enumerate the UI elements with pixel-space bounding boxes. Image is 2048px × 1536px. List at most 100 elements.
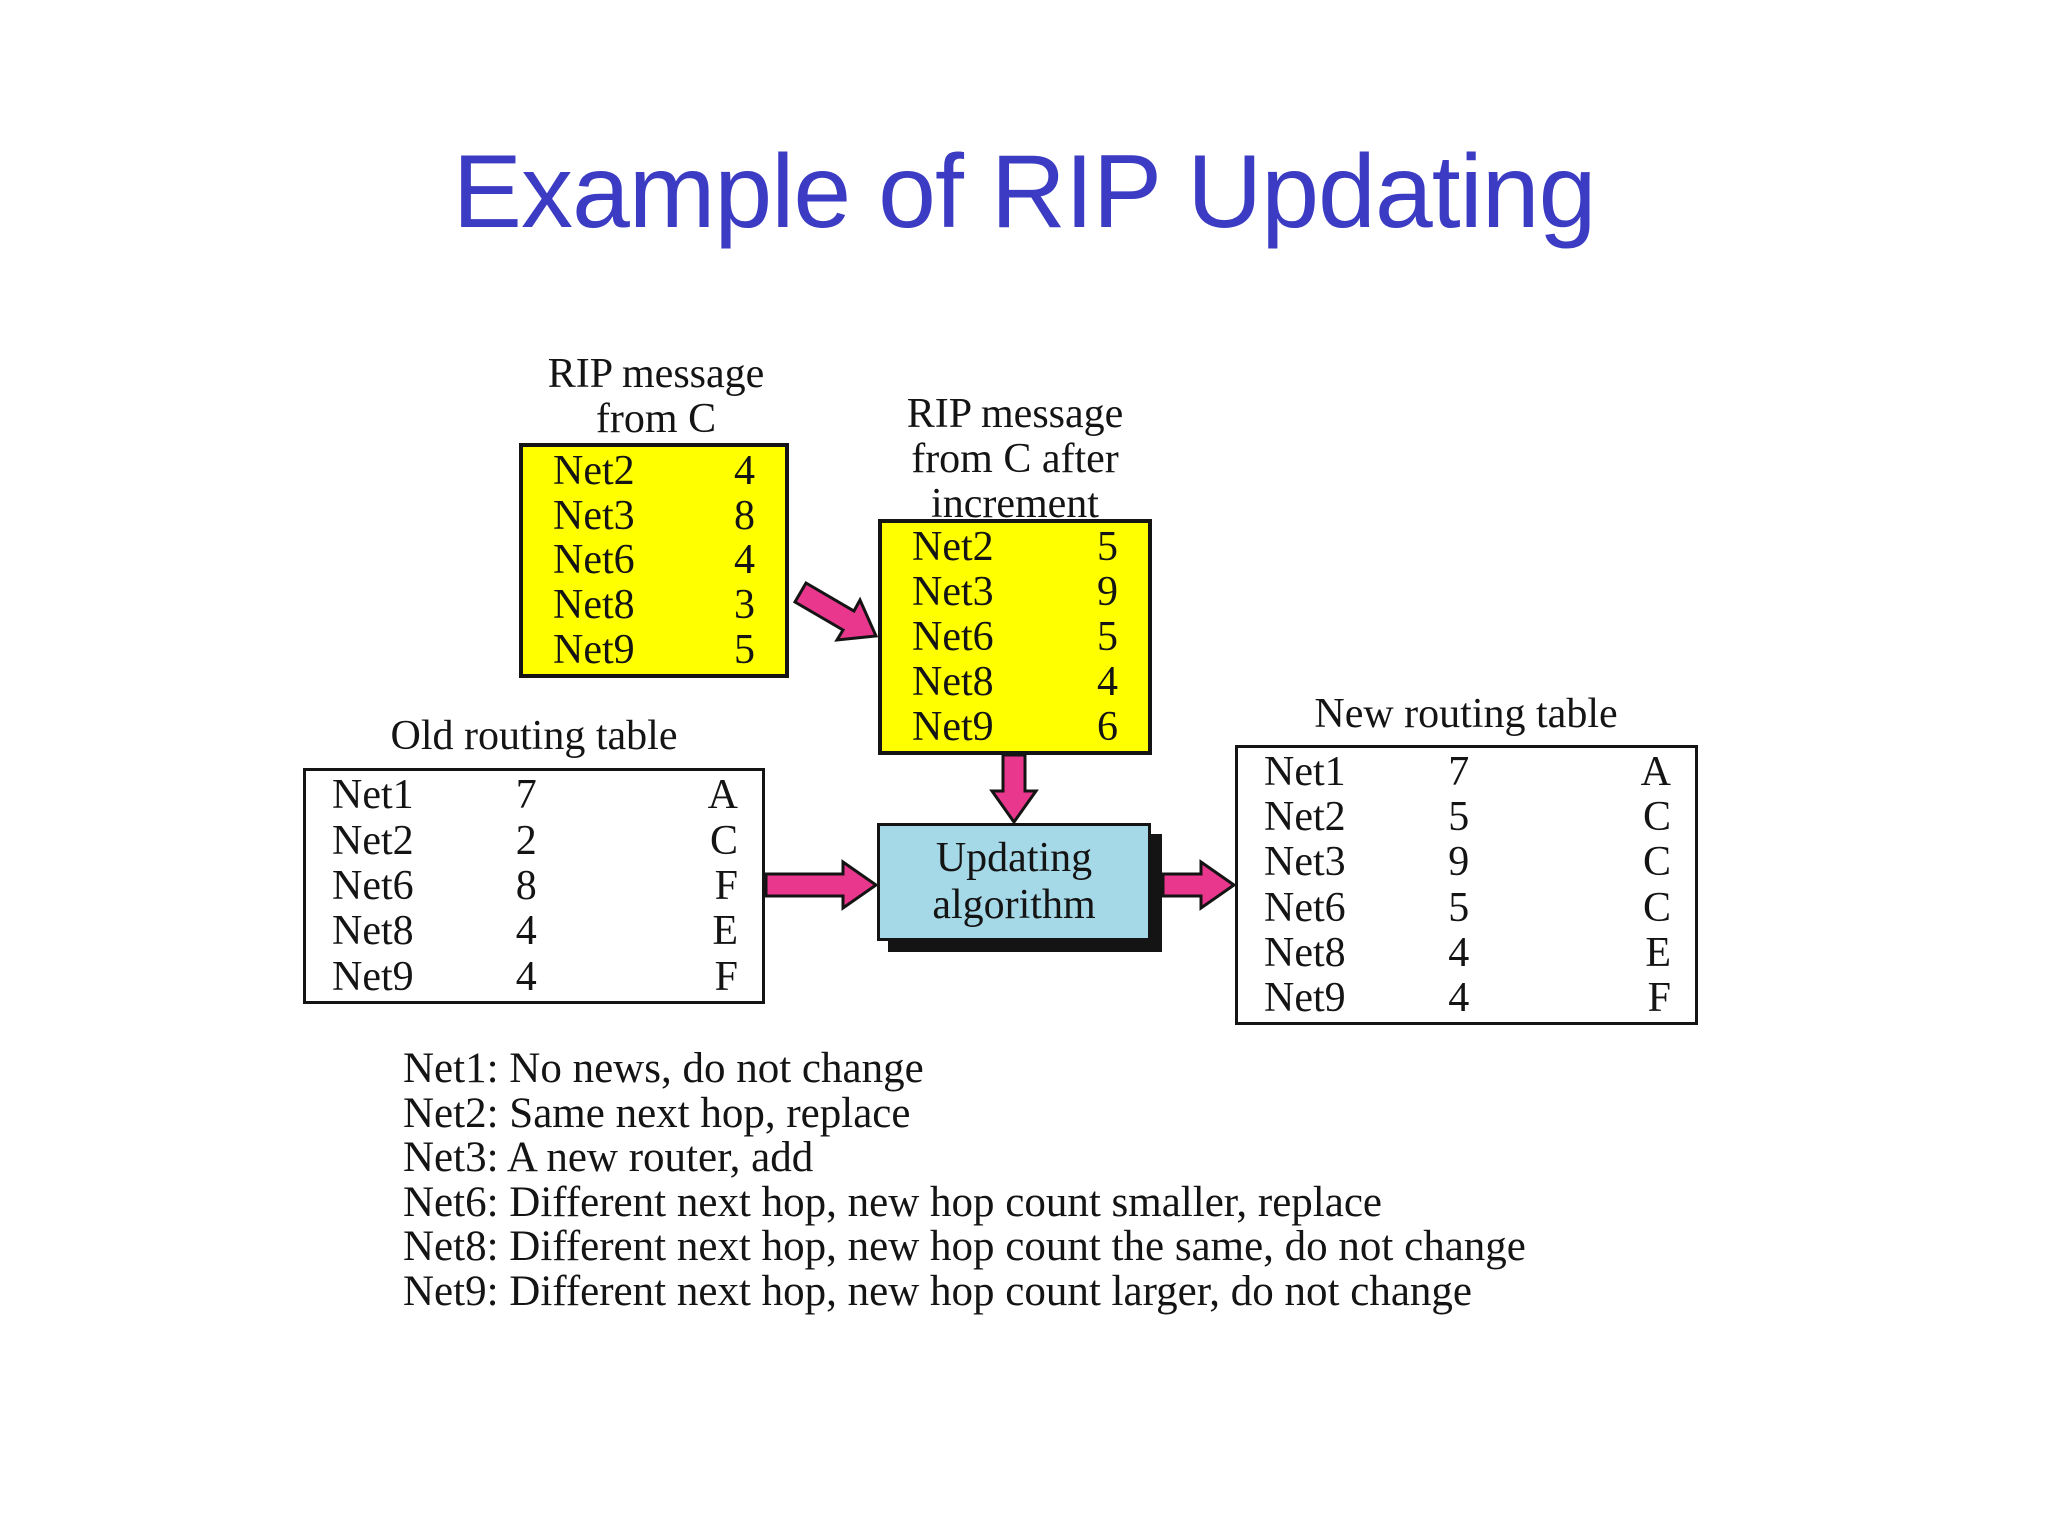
label-line: New routing table	[1314, 691, 1618, 737]
hops-cell: 5	[1097, 614, 1118, 660]
box-line: Updating	[935, 835, 1093, 881]
table-row: Net3 9	[882, 571, 1148, 613]
net-cell: Net6	[1264, 884, 1346, 931]
net-cell: Net9	[1264, 974, 1346, 1021]
arrow-algorithm-to-newtable-icon	[1161, 859, 1237, 911]
hops-cell: 2	[515, 817, 537, 864]
table-row: Net2 5	[882, 526, 1148, 568]
net-cell: Net8	[332, 908, 414, 955]
next-hop-cell: C	[1642, 794, 1671, 841]
table-row: Net1 7 A	[1238, 751, 1695, 793]
next-hop-cell: E	[1645, 929, 1671, 976]
net-cell: Net9	[912, 704, 994, 750]
arrow-message-to-increment-icon	[792, 580, 879, 642]
hops-cell: 4	[515, 908, 537, 955]
next-hop-cell: E	[712, 908, 738, 955]
next-hop-cell: F	[1647, 974, 1671, 1021]
next-hop-cell: A	[707, 772, 738, 819]
hops-cell: 4	[1448, 929, 1470, 976]
note-line: Net8: Different next hop, new hop count …	[403, 1223, 1526, 1270]
table-row: Net6 5	[882, 616, 1148, 658]
note-line: Net3: A new router, add	[403, 1134, 814, 1181]
next-hop-cell: F	[714, 862, 738, 909]
hops-cell: 5	[1448, 884, 1470, 931]
new-table-label: New routing table	[1266, 692, 1666, 737]
arrow-oldtable-to-algorithm-icon	[764, 859, 879, 911]
rip-message-table: Net2 4 Net3 8 Net6 4 Net8 3 Net9 5	[519, 443, 789, 678]
page-title: Example of RIP Updating	[452, 134, 1597, 250]
net-cell: Net8	[553, 582, 635, 629]
next-hop-cell: C	[709, 817, 738, 864]
net-cell: Net6	[553, 537, 635, 584]
table-row: Net9 4 F	[1238, 977, 1695, 1019]
label-line: from C after	[911, 436, 1119, 482]
table-row: Net6 5 C	[1238, 887, 1695, 929]
table-row: Net6 4	[523, 539, 785, 581]
net-cell: Net9	[332, 953, 414, 1000]
net-cell: Net9	[553, 627, 635, 674]
net-cell: Net8	[912, 659, 994, 705]
hops-cell: 9	[1448, 839, 1470, 886]
hops-cell: 8	[734, 492, 755, 539]
hops-cell: 5	[1448, 794, 1470, 841]
rip-after-label: RIP message from C after increment	[815, 392, 1215, 527]
hops-cell: 3	[734, 582, 755, 629]
arrow-increment-to-algorithm-icon	[989, 753, 1039, 825]
net-cell: Net2	[553, 447, 635, 494]
updating-algorithm-box: Updating algorithm	[877, 823, 1151, 941]
hops-cell: 5	[1097, 524, 1118, 570]
old-routing-table: Net1 7 A Net2 2 C Net6 8 F Net8 4 E Net9…	[303, 768, 765, 1004]
rip-message-label: RIP message from C	[456, 352, 856, 442]
net-cell: Net1	[332, 772, 414, 819]
table-row: Net8 4 E	[1238, 932, 1695, 974]
net-cell: Net3	[553, 492, 635, 539]
old-table-label: Old routing table	[334, 714, 734, 759]
hops-cell: 4	[1097, 659, 1118, 705]
new-routing-table: Net1 7 A Net2 5 C Net3 9 C Net6 5 C Net8…	[1235, 745, 1698, 1025]
table-row: Net8 3	[523, 584, 785, 626]
label-line: Old routing table	[390, 713, 678, 759]
label-line: RIP message	[547, 351, 765, 397]
table-row: Net9 6	[882, 706, 1148, 748]
hops-cell: 7	[515, 772, 537, 819]
table-row: Net1 7 A	[306, 774, 762, 816]
next-hop-cell: A	[1640, 749, 1671, 796]
net-cell: Net3	[1264, 839, 1346, 886]
table-row: Net2 4	[523, 450, 785, 492]
label-line: from C	[595, 396, 717, 442]
box-line: algorithm	[932, 882, 1096, 928]
net-cell: Net6	[912, 614, 994, 660]
note-line: Net1: No news, do not change	[403, 1045, 924, 1092]
hops-cell: 4	[1448, 974, 1470, 1021]
next-hop-cell: C	[1642, 884, 1671, 931]
table-row: Net9 4 F	[306, 956, 762, 998]
table-row: Net2 2 C	[306, 820, 762, 862]
next-hop-cell: F	[714, 953, 738, 1000]
table-row: Net8 4 E	[306, 910, 762, 952]
net-cell: Net2	[332, 817, 414, 864]
next-hop-cell: C	[1642, 839, 1671, 886]
hops-cell: 4	[734, 447, 755, 494]
hops-cell: 4	[734, 537, 755, 584]
net-cell: Net3	[912, 569, 994, 615]
net-cell: Net8	[1264, 929, 1346, 976]
table-row: Net3 8	[523, 495, 785, 537]
table-row: Net2 5 C	[1238, 796, 1695, 838]
hops-cell: 5	[734, 627, 755, 674]
net-cell: Net2	[912, 524, 994, 570]
hops-cell: 9	[1097, 569, 1118, 615]
hops-cell: 8	[515, 862, 537, 909]
label-line: RIP message	[906, 391, 1124, 437]
hops-cell: 4	[515, 953, 537, 1000]
hops-cell: 6	[1097, 704, 1118, 750]
table-row: Net8 4	[882, 661, 1148, 703]
note-line: Net2: Same next hop, replace	[403, 1089, 911, 1137]
table-row: Net3 9 C	[1238, 841, 1695, 883]
note-line: Net9: Different next hop, new hop count …	[403, 1267, 1472, 1315]
notes: Net1: No news, do not change Net2: Same …	[403, 1045, 1526, 1315]
table-row: Net6 8 F	[306, 865, 762, 907]
net-cell: Net6	[332, 862, 414, 909]
table-row: Net9 5	[523, 629, 785, 671]
net-cell: Net1	[1264, 749, 1346, 796]
